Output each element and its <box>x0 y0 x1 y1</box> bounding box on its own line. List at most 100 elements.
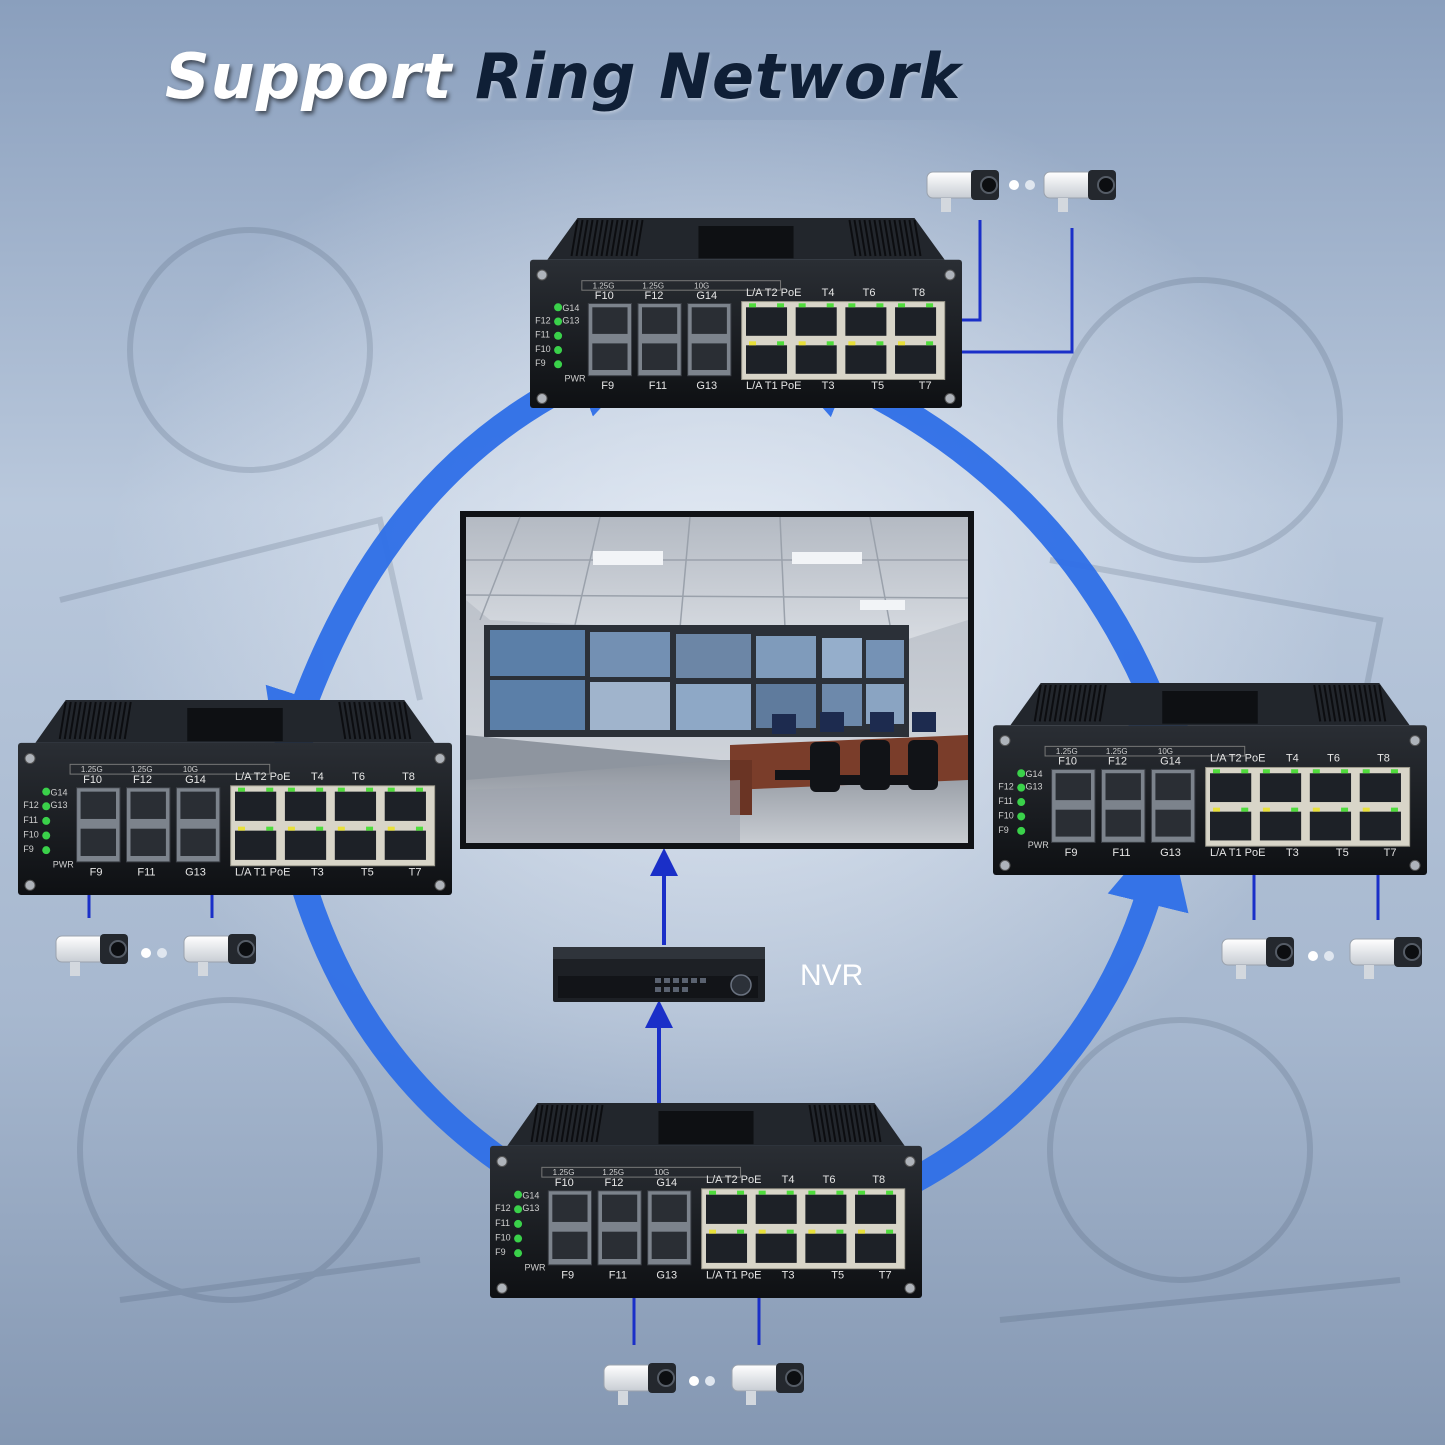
led-label-f12: F12 <box>535 315 551 325</box>
ip-camera-icon <box>55 934 128 976</box>
screw <box>904 1156 916 1167</box>
led-label-g13: G13 <box>562 315 579 325</box>
led-label-f11: F11 <box>535 330 550 340</box>
status-led <box>42 831 51 840</box>
ellipsis-dot <box>689 1376 699 1386</box>
status-led <box>554 317 563 326</box>
port-label-f10: F10 <box>555 1177 574 1189</box>
port-label-t7: T7 <box>879 1270 892 1282</box>
rj45-port <box>746 307 788 336</box>
port-led <box>886 1229 894 1234</box>
port-led <box>848 303 856 308</box>
port-led <box>836 1229 844 1234</box>
port-label-f11: F11 <box>1112 847 1130 859</box>
port-led <box>926 303 934 308</box>
led-label-f11: F11 <box>23 815 38 825</box>
led-label-g13: G13 <box>522 1203 539 1213</box>
port-led <box>737 1229 745 1234</box>
port-label-f12: F12 <box>644 290 663 302</box>
port-led <box>1241 769 1249 774</box>
sfp-slot <box>1155 773 1191 801</box>
uplink-arrows <box>645 848 678 1112</box>
rj45-port <box>235 830 277 860</box>
rj45-port <box>845 307 887 336</box>
ip-camera-icon <box>183 934 256 976</box>
screw <box>434 753 446 764</box>
led-label-f10: F10 <box>23 829 39 839</box>
sfp-slot <box>80 828 116 856</box>
rj45-port <box>805 1233 847 1263</box>
nvr-label: NVR <box>800 959 863 992</box>
ip-camera-icon <box>926 170 999 212</box>
ip-camera-icon <box>603 1363 676 1405</box>
port-led <box>848 341 856 346</box>
port-label-t3: T3 <box>822 380 835 392</box>
ellipsis-dot <box>1009 180 1019 190</box>
port-label-t5: T5 <box>871 380 884 392</box>
led-label-g14: G14 <box>522 1191 539 1201</box>
led-label-f12: F12 <box>495 1203 511 1213</box>
port-label-t3: T3 <box>311 867 324 879</box>
port-led <box>1390 807 1398 812</box>
port-led <box>1390 769 1398 774</box>
status-led <box>514 1205 523 1214</box>
port-led <box>836 1190 844 1195</box>
sfp-slot <box>180 828 216 856</box>
rj45-port <box>1309 773 1352 803</box>
status-led <box>554 331 563 340</box>
rj45-port <box>706 1233 748 1263</box>
ip-camera-icon <box>731 1363 804 1405</box>
sfp-slot <box>592 343 628 370</box>
screw <box>434 879 446 891</box>
port-led <box>287 826 295 831</box>
led-label-g14: G14 <box>51 788 68 798</box>
status-led <box>514 1249 523 1258</box>
status-led <box>554 303 563 312</box>
port-label-g13: G13 <box>656 1270 677 1282</box>
rj45-port <box>334 830 377 860</box>
port-led <box>1291 807 1299 812</box>
screw <box>999 859 1011 871</box>
sfp-slot <box>602 1194 638 1222</box>
led-label-f10: F10 <box>535 344 551 354</box>
led-label-f10: F10 <box>998 810 1014 820</box>
speed-label: 10G <box>1158 747 1173 756</box>
switch-top-label-plate <box>1162 691 1258 724</box>
rj45-port <box>284 791 327 821</box>
port-led <box>808 1190 816 1195</box>
speed-label: 10G <box>183 765 198 774</box>
rj45-port <box>755 1233 797 1263</box>
sfp-slot <box>552 1194 588 1222</box>
port-led <box>826 341 834 346</box>
port-label-t4: T4 <box>1286 753 1299 765</box>
port-label-t3: T3 <box>782 1270 795 1282</box>
port-led <box>316 826 324 831</box>
led-label-g13: G13 <box>1026 782 1043 792</box>
port-led <box>238 826 245 831</box>
led-label-pwr: PWR <box>565 373 586 383</box>
port-label-t5: T5 <box>831 1270 844 1282</box>
status-led <box>1017 812 1026 821</box>
rj45-port <box>1259 773 1302 803</box>
port-led <box>737 1190 745 1195</box>
port-label-f10: F10 <box>83 774 102 786</box>
status-led <box>1017 769 1026 778</box>
ellipsis-dot <box>705 1376 715 1386</box>
port-label-t5: T5 <box>1336 847 1349 859</box>
rj45-port <box>384 830 426 860</box>
port-led <box>749 303 756 308</box>
port-led <box>366 826 374 831</box>
control-room-monitor-icon <box>460 511 974 849</box>
speed-label: 1.25G <box>131 765 153 774</box>
sfp-slot <box>80 791 116 819</box>
camera-groups <box>55 170 1422 1405</box>
port-led <box>898 303 906 308</box>
rj45-port <box>235 791 277 821</box>
sfp-slot <box>602 1231 638 1259</box>
port-label-g13: G13 <box>1160 847 1181 859</box>
port-led <box>1312 807 1320 812</box>
